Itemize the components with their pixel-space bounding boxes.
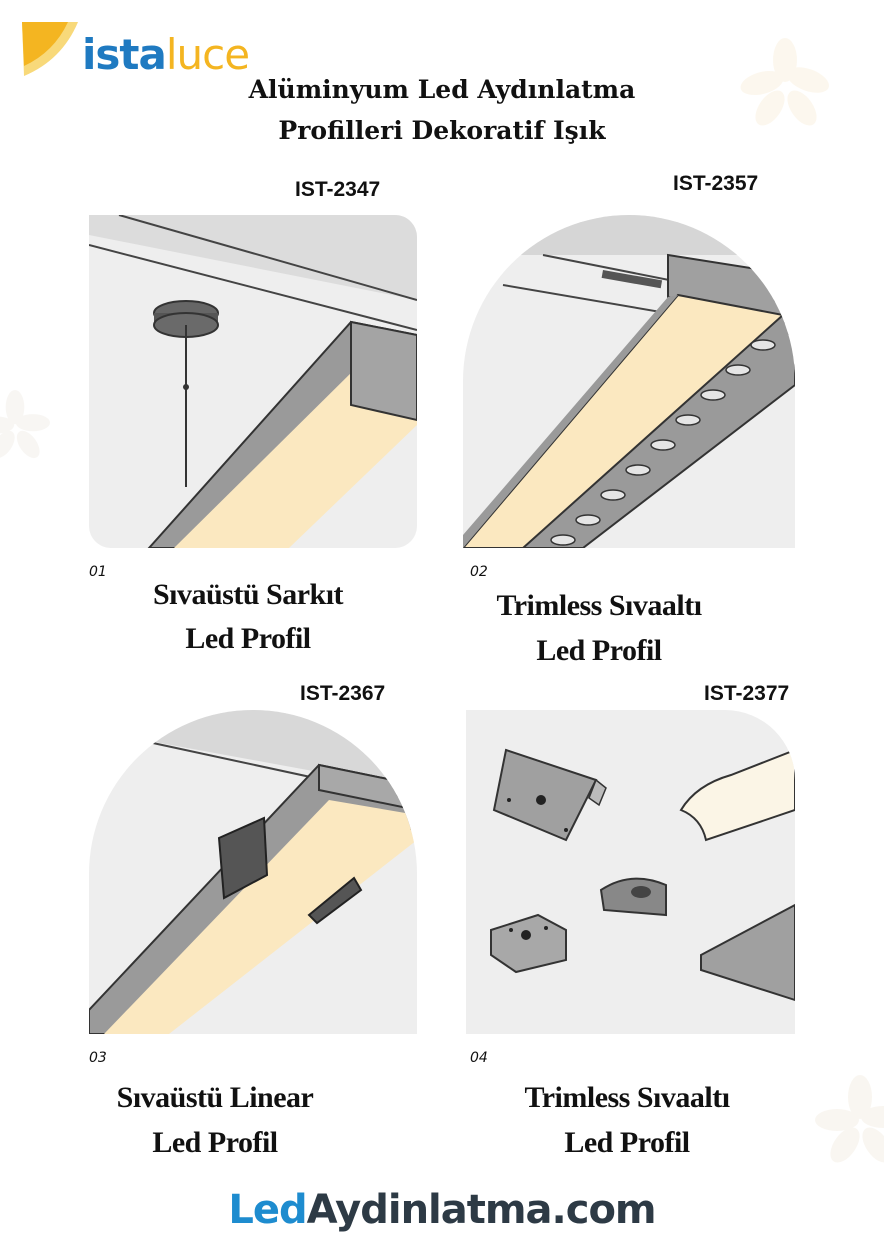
sun-arc-icon [22, 22, 78, 76]
logo-ista: ista [82, 30, 167, 79]
product-number: 01 [89, 564, 107, 580]
product-image-trimless-recessed [463, 215, 795, 548]
footer-site-rest: Aydinlatma.com [306, 1187, 657, 1233]
product-number: 04 [470, 1050, 488, 1066]
product-caption-line2: Led Profil [536, 634, 662, 667]
product-image-parts [466, 710, 795, 1034]
flower-decoration-icon [815, 1075, 884, 1163]
product-code: IST-2367 [300, 682, 386, 705]
product-caption-line2: Led Profil [564, 1126, 690, 1159]
product-image-pendant [89, 215, 417, 548]
product-caption-line2: Led Profil [152, 1126, 278, 1159]
flower-decoration-icon [740, 38, 830, 126]
product-caption-line1: Sıvaüstü Linear [116, 1081, 314, 1114]
product-number: 03 [89, 1050, 107, 1066]
page-title-line2: Profilleri Dekoratif Işık [278, 116, 606, 145]
product-caption-line1: Trimless Sıvaaltı [496, 589, 702, 622]
page-title-line1: Alüminyum Led Aydınlatma [248, 75, 636, 104]
product-code: IST-2347 [295, 178, 381, 201]
flower-decoration-icon [0, 390, 50, 459]
logo-luce: luce [165, 30, 250, 79]
brand-logo: istaluce [22, 20, 262, 80]
product-caption-line1: Sıvaüstü Sarkıt [152, 578, 344, 611]
footer-site-led: Led [228, 1187, 307, 1233]
product-number: 02 [470, 564, 488, 580]
brand-wordmark: istaluce [82, 34, 250, 76]
footer-website[interactable]: LedAydinlatma.com [0, 1187, 884, 1233]
product-code: IST-2357 [673, 172, 759, 195]
product-code: IST-2377 [704, 682, 790, 705]
product-caption-line2: Led Profil [185, 622, 311, 655]
product-image-surface-linear [89, 710, 417, 1034]
product-caption-line1: Trimless Sıvaaltı [524, 1081, 730, 1114]
